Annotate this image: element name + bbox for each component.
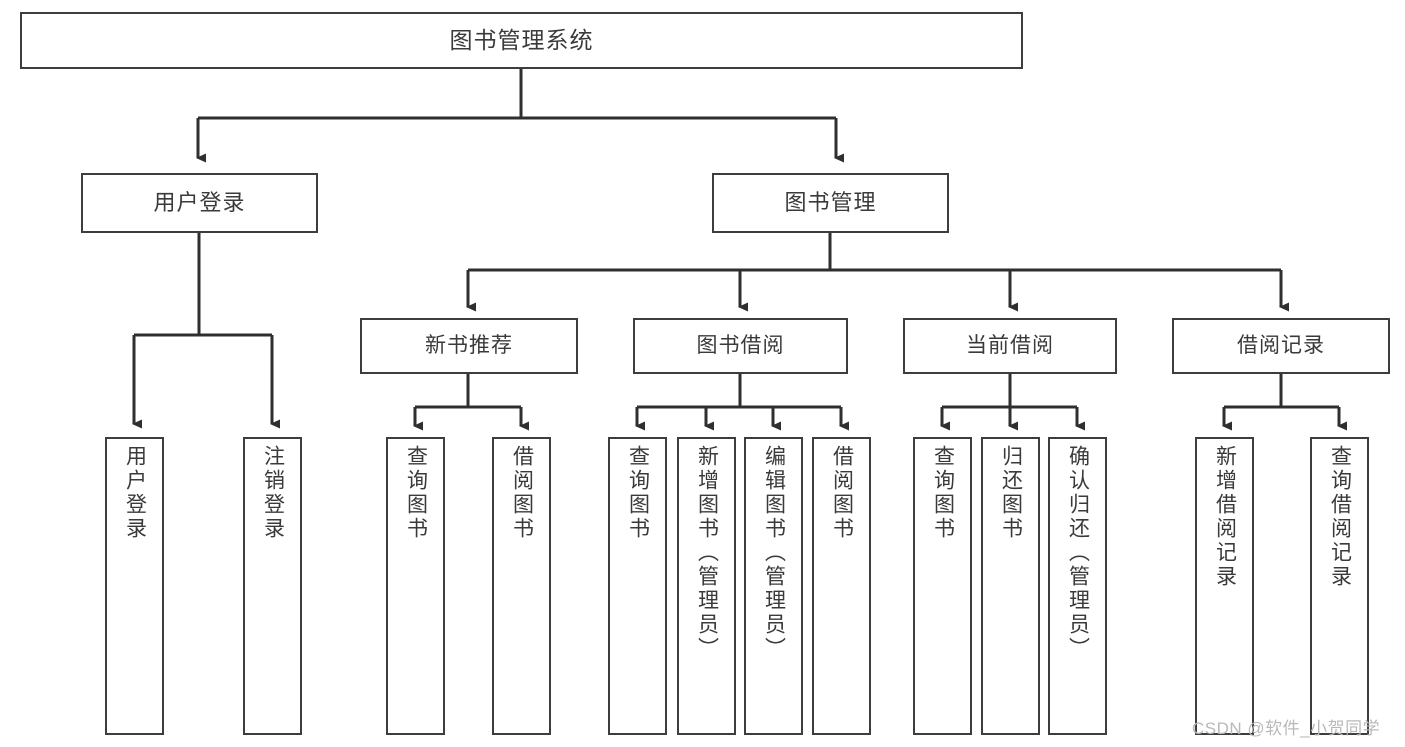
node-root-book-management-system[interactable]: 图书管理系统 (20, 12, 1023, 69)
leaf-query-book-borrow[interactable]: 查询图书 (608, 437, 667, 735)
node-label: 用户登录 (153, 190, 246, 216)
node-label: 归还图书 (999, 445, 1023, 541)
node-user-login[interactable]: 用户登录 (81, 173, 318, 233)
node-borrow-record[interactable]: 借阅记录 (1172, 318, 1390, 374)
node-label: 图书管理系统 (449, 27, 594, 54)
node-label: 图书管理 (784, 190, 877, 216)
node-label: 查询图书 (931, 445, 955, 541)
leaf-borrow-book-recommend[interactable]: 借阅图书 (492, 437, 551, 735)
node-book-borrow[interactable]: 图书借阅 (633, 318, 848, 374)
node-label: 图书借阅 (696, 333, 785, 357)
leaf-logout-login[interactable]: 注销登录 (243, 437, 302, 735)
node-label: 确认归还（管理员） (1066, 445, 1090, 661)
node-label: 借阅图书 (510, 445, 534, 541)
node-label: 注销登录 (261, 445, 285, 541)
node-new-book-recommend[interactable]: 新书推荐 (360, 318, 578, 374)
node-label: 新增借阅记录 (1213, 445, 1237, 589)
leaf-query-book-recommend[interactable]: 查询图书 (386, 437, 445, 735)
node-label: 当前借阅 (966, 333, 1054, 357)
leaf-add-book-admin[interactable]: 新增图书（管理员） (677, 437, 736, 735)
node-label: 查询图书 (626, 445, 650, 541)
node-label: 借阅记录 (1237, 333, 1325, 357)
node-label: 用户登录 (123, 445, 147, 541)
leaf-user-login[interactable]: 用户登录 (105, 437, 164, 735)
node-label: 查询图书 (404, 445, 428, 541)
csdn-watermark: CSDN @软件_小贺同学 (1192, 719, 1381, 738)
leaf-add-borrow-record[interactable]: 新增借阅记录 (1195, 437, 1254, 735)
leaf-borrow-book[interactable]: 借阅图书 (812, 437, 871, 735)
node-label: 新增图书（管理员） (695, 445, 719, 661)
node-current-borrow[interactable]: 当前借阅 (903, 318, 1117, 374)
node-label: 新书推荐 (425, 333, 513, 357)
node-label: 查询借阅记录 (1328, 445, 1352, 589)
leaf-confirm-return-admin[interactable]: 确认归还（管理员） (1048, 437, 1107, 735)
leaf-query-borrow-record[interactable]: 查询借阅记录 (1310, 437, 1369, 735)
leaf-edit-book-admin[interactable]: 编辑图书（管理员） (744, 437, 803, 735)
node-label: 编辑图书（管理员） (762, 445, 786, 661)
node-label: 借阅图书 (830, 445, 854, 541)
leaf-query-book-current[interactable]: 查询图书 (913, 437, 972, 735)
node-book-management[interactable]: 图书管理 (712, 173, 949, 233)
leaf-return-book[interactable]: 归还图书 (981, 437, 1040, 735)
